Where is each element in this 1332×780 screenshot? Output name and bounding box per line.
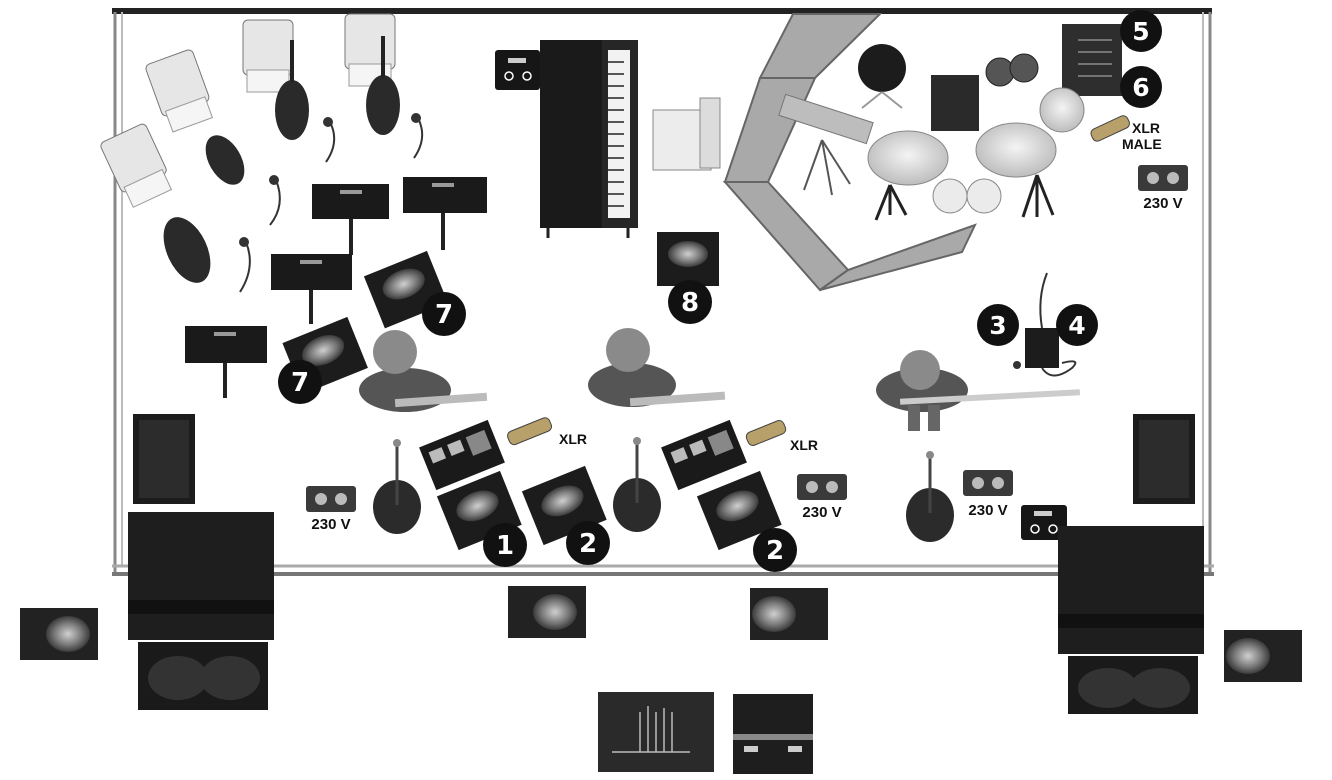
- pedal-board: [419, 419, 505, 491]
- flight-case: [733, 694, 813, 774]
- marker-number: 8: [681, 288, 699, 318]
- power-label: 230 V: [311, 516, 350, 533]
- marker-number: 7: [291, 368, 309, 398]
- marker-number: 3: [989, 311, 1006, 340]
- piano-keyboard: [540, 40, 638, 238]
- microphone-stand: [906, 451, 954, 542]
- marker-7: 7: [278, 360, 322, 404]
- music-stand: [403, 177, 487, 250]
- pedal-board: [661, 419, 747, 491]
- marker-4: 4: [1056, 304, 1098, 346]
- music-stand: [185, 326, 267, 398]
- monitor-wedge: [657, 232, 719, 286]
- power-outlet-icon: [963, 470, 1013, 496]
- front-fill-speaker: [508, 586, 586, 638]
- power-outlet-icon: [1138, 165, 1188, 191]
- xlr-label: XLR: [790, 437, 818, 453]
- marker-number: 7: [435, 300, 453, 330]
- marker-number: 6: [1132, 73, 1149, 102]
- power-label: 230 V: [1143, 195, 1182, 212]
- marker-number: 4: [1068, 311, 1085, 340]
- marker-number: 5: [1132, 17, 1149, 46]
- pa-speaker-stack: [128, 512, 274, 710]
- front-fill-speaker: [1224, 630, 1302, 682]
- xlr-male-label: XLR: [1132, 120, 1160, 136]
- guitarist: [359, 330, 488, 412]
- stage-outline: [112, 8, 1214, 576]
- violin-icon: [205, 135, 245, 185]
- chair: [100, 123, 173, 208]
- marker-3: 3: [977, 304, 1019, 346]
- microphone-stand: [373, 439, 421, 534]
- power-outlet-icon: [306, 486, 356, 512]
- violin-icon: [163, 217, 211, 283]
- monitor-wedge: [696, 470, 782, 551]
- marker-number: 2: [579, 529, 597, 559]
- marker-2: 2: [753, 528, 797, 572]
- music-stand: [271, 254, 352, 324]
- power-label: 230 V: [802, 504, 841, 521]
- mixing-console: [598, 692, 714, 772]
- amplifier: [133, 414, 195, 504]
- chair: [344, 13, 396, 87]
- power-outlet-icon: [797, 474, 847, 500]
- marker-number: 1: [496, 531, 514, 561]
- front-fill-speaker: [750, 588, 828, 640]
- di-box-icon: [495, 50, 540, 90]
- xlr-male-label: MALE: [1122, 136, 1162, 152]
- marker-6: 6: [1120, 66, 1162, 108]
- drum-kit: [778, 24, 1122, 221]
- pa-speaker-stack: [1058, 526, 1204, 714]
- amplifier: [1133, 414, 1195, 504]
- chair: [145, 49, 214, 133]
- cello-icon: [366, 36, 400, 135]
- xlr-label: XLR: [559, 431, 587, 447]
- music-stand: [312, 184, 389, 255]
- chair: [242, 19, 294, 93]
- piano-chair: [652, 97, 721, 171]
- guitarist: [588, 328, 726, 407]
- marker-5: 5: [1120, 10, 1162, 52]
- front-fill-speaker: [20, 608, 98, 660]
- power-label: 230 V: [968, 502, 1007, 519]
- marker-number: 2: [766, 536, 784, 566]
- wireless-bodypack: [1013, 272, 1077, 377]
- marker-2: 2: [566, 521, 610, 565]
- flutist: [876, 350, 1081, 431]
- xlr-connector-icon: [1090, 115, 1130, 142]
- marker-8: 8: [668, 280, 712, 324]
- xlr-connector-icon: [507, 417, 553, 446]
- clip-microphone-icon: [239, 113, 424, 293]
- microphone-stand: [613, 437, 661, 532]
- di-box-icon: [1021, 505, 1067, 540]
- xlr-connector-icon: [745, 420, 787, 446]
- marker-7: 7: [422, 292, 466, 336]
- cello-icon: [275, 40, 309, 140]
- marker-1: 1: [483, 523, 527, 567]
